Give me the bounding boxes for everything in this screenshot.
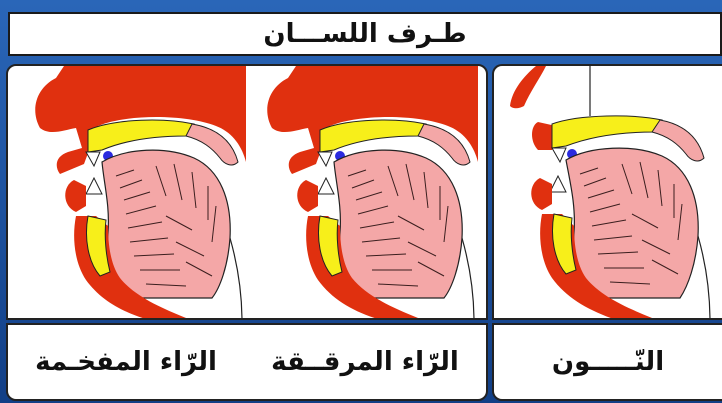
diagram-noon: [494, 66, 722, 320]
tongue: [566, 148, 698, 298]
diagram-panel-noon: [492, 64, 722, 320]
upper-teeth: [86, 152, 100, 166]
upper-teeth: [318, 152, 332, 166]
nose-outline: [510, 66, 546, 108]
label-bar-noon: النّـــــون: [492, 323, 722, 401]
label-bar-raa: الرّاء المفخـمة الرّاء المرقــقة: [6, 323, 488, 401]
page-title: طـرف اللســـان: [263, 19, 466, 49]
diagram-raa-heavy: [16, 66, 246, 320]
lower-teeth: [86, 178, 102, 194]
upper-teeth: [552, 148, 566, 162]
title-bar: طـرف اللســـان: [8, 12, 722, 56]
diagram-panel-raa: [6, 64, 488, 320]
hard-palate: [320, 120, 426, 152]
hard-palate: [552, 116, 662, 148]
throat-line: [698, 236, 710, 320]
label-noon: النّـــــون: [552, 347, 664, 377]
lower-lip: [297, 180, 318, 212]
hard-palate: [88, 120, 194, 152]
throat-line: [230, 238, 242, 320]
lower-lip: [65, 180, 86, 212]
label-raa-heavy: الرّاء المفخـمة: [35, 347, 217, 377]
lower-teeth: [550, 176, 566, 192]
lower-lip: [531, 178, 552, 210]
label-raa-light: الرّاء المرقــقة: [271, 347, 459, 377]
lower-teeth: [318, 178, 334, 194]
throat-line: [462, 238, 474, 320]
diagram-raa-light: [248, 66, 484, 320]
